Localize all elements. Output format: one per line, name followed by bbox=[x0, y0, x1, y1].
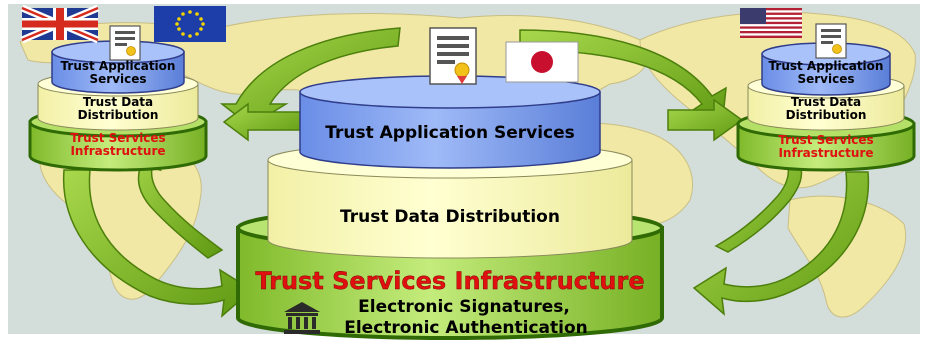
center-app-label: Trust Application Services bbox=[325, 123, 575, 143]
left-infra-label-line2: Infrastructure bbox=[70, 144, 165, 158]
center-infra-label: Trust Services Infrastructure bbox=[255, 267, 644, 295]
right-infra-label-line1: Trust Services bbox=[778, 133, 873, 147]
left-infra-label-line1: Trust Services bbox=[70, 131, 165, 145]
center-app-layer bbox=[299, 91, 601, 169]
left-app-label-line2: Services bbox=[89, 72, 146, 86]
center-detail-line2: Electronic Authentication bbox=[344, 318, 588, 338]
center-data-label: Trust Data Distribution bbox=[340, 207, 560, 227]
eu-flag-icon bbox=[154, 6, 226, 42]
japan-flag-icon bbox=[505, 41, 579, 83]
us-flag-icon bbox=[740, 8, 802, 38]
left-data-layer bbox=[37, 83, 199, 131]
arrow-mid-right bbox=[667, 98, 744, 142]
right-data-label-line2: Distribution bbox=[786, 108, 867, 122]
right-stack: Trust Application Services Trust Data Di… bbox=[736, 42, 916, 172]
arrow-mid-left bbox=[222, 102, 301, 142]
center-detail-line1: Electronic Signatures, bbox=[358, 297, 570, 317]
certificate-icon-left bbox=[109, 25, 141, 61]
left-stack: Trust Application Services Trust Data Di… bbox=[28, 40, 208, 172]
left-app-label-line1: Trust Application bbox=[61, 59, 176, 73]
certificate-icon-center bbox=[429, 27, 477, 85]
right-app-label-line2: Services bbox=[797, 72, 854, 86]
right-app-label-line1: Trust Application bbox=[769, 59, 884, 73]
center-infra-layer bbox=[236, 226, 664, 340]
arrow-top-left bbox=[219, 27, 401, 127]
right-infra-label-line2: Infrastructure bbox=[778, 146, 873, 160]
bank-icon bbox=[284, 302, 320, 334]
certificate-icon-right bbox=[815, 23, 847, 59]
left-data-label-line1: Trust Data bbox=[83, 95, 153, 109]
arrow-bottom-right-outer bbox=[692, 171, 870, 316]
right-data-layer bbox=[747, 85, 905, 131]
center-data-layer bbox=[267, 159, 633, 259]
right-data-label-line1: Trust Data bbox=[791, 95, 861, 109]
uk-flag-icon bbox=[20, 4, 100, 44]
center-stack: Trust Application Services Trust Data Di… bbox=[236, 75, 664, 340]
left-data-label-line2: Distribution bbox=[78, 108, 159, 122]
